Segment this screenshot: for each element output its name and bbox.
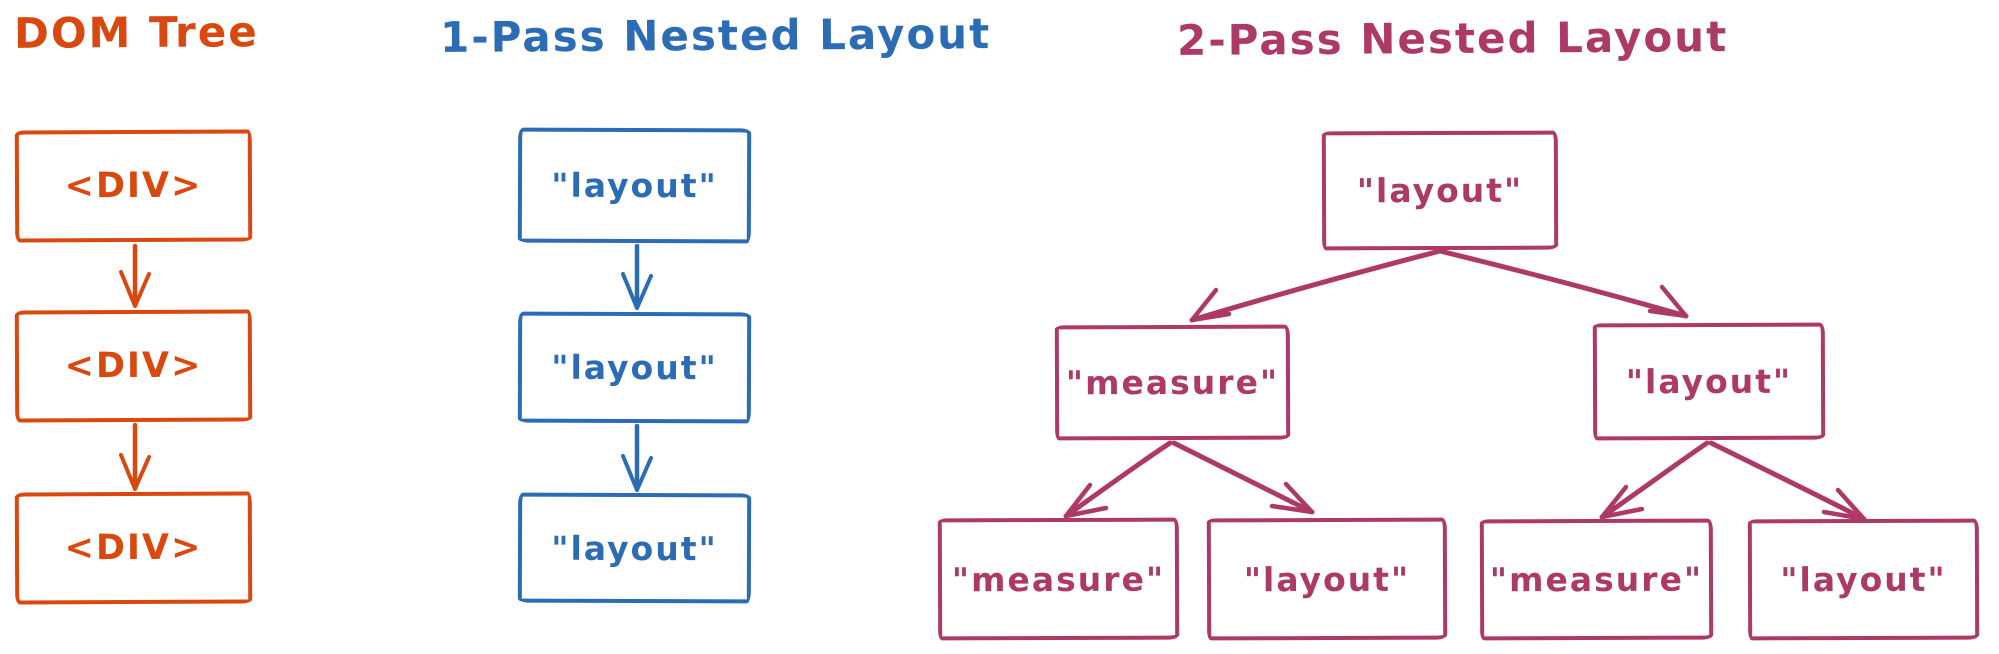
two-pass-leaf-layout-2: "layout" (1747, 518, 1980, 641)
dom-tree-title: DOM Tree (13, 7, 259, 58)
dom-node-1: <DIV> (14, 129, 253, 243)
one-pass-node-1-label: "layout" (551, 165, 718, 206)
two-pass-child-measure-label: "measure" (1065, 362, 1280, 403)
two-pass-leaf-measure-1-label: "measure" (951, 559, 1166, 599)
one-pass-node-1: "layout" (517, 127, 752, 244)
arrow-measure-to-leaf-measure-1 (1063, 440, 1173, 519)
dom-node-1-label: <DIV> (64, 165, 203, 207)
one-pass-node-2-label: "layout" (551, 347, 718, 388)
arrow-root-to-layout (1437, 248, 1689, 319)
one-pass-node-3-label: "layout" (551, 528, 718, 568)
two-pass-title: 2-Pass Nested Layout (1176, 12, 1729, 65)
arrow-measure-to-leaf-layout-1 (1171, 440, 1315, 515)
arrow-layout-to-leaf-measure-2 (1599, 440, 1710, 520)
two-pass-child-layout-label: "layout" (1625, 361, 1793, 402)
two-pass-leaf-measure-2: "measure" (1479, 518, 1714, 641)
two-pass-child-measure: "measure" (1054, 324, 1291, 441)
dom-node-3: <DIV> (14, 491, 253, 605)
two-pass-child-layout: "layout" (1592, 322, 1826, 441)
two-pass-root-label: "layout" (1356, 170, 1524, 211)
two-pass-leaf-measure-1: "measure" (937, 517, 1180, 641)
arrow-root-to-measure (1189, 248, 1443, 323)
arrow-layout-to-leaf-layout-2 (1708, 440, 1867, 522)
two-pass-leaf-layout-2-label: "layout" (1780, 559, 1947, 600)
arrow-dom-2-to-3 (119, 422, 151, 491)
dom-node-3-label: <DIV> (64, 527, 203, 569)
two-pass-leaf-layout-1: "layout" (1206, 517, 1448, 641)
arrow-dom-1-to-2 (119, 243, 151, 308)
dom-node-2-label: <DIV> (64, 345, 203, 387)
dom-node-2: <DIV> (14, 309, 253, 423)
arrow-one-pass-1-to-2 (621, 243, 653, 310)
two-pass-leaf-layout-1-label: "layout" (1243, 559, 1411, 599)
one-pass-node-2: "layout" (517, 311, 752, 424)
arrow-one-pass-2-to-3 (621, 423, 653, 492)
two-pass-leaf-measure-2-label: "measure" (1489, 559, 1704, 600)
one-pass-title: 1-Pass Nested Layout (439, 9, 992, 62)
two-pass-root: "layout" (1321, 130, 1559, 251)
one-pass-node-3: "layout" (517, 492, 752, 604)
